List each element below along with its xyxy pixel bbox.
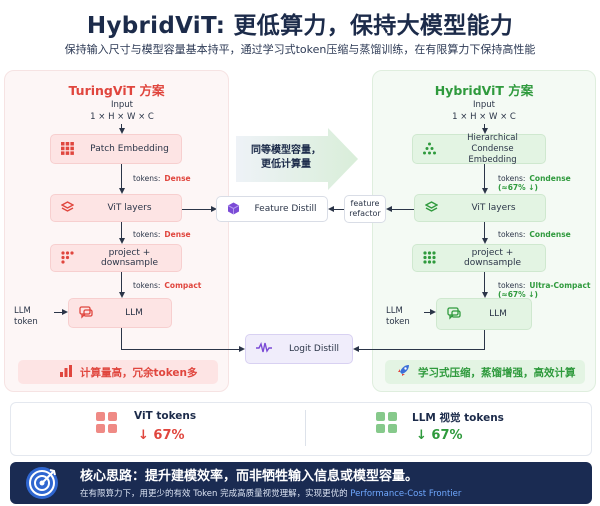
- bar-chart-icon: [60, 364, 72, 380]
- right-note: 学习式压缩，蒸馏增强，高效计算: [385, 360, 585, 384]
- feature-distill-box: Feature Distill: [216, 196, 328, 222]
- right-note-text: 学习式压缩，蒸馏增强，高效计算: [418, 366, 576, 379]
- condense-embedding-line1: Hierarchical Condense: [467, 132, 518, 154]
- left-tokens-1: tokens:Dense: [133, 174, 191, 183]
- stat-vit-tokens-name: ViT tokens: [134, 410, 197, 422]
- chat-icon: [79, 305, 93, 321]
- right-vit-layers-box: ViT layers: [414, 194, 546, 222]
- left-llm-token-label: LLM token: [14, 306, 38, 327]
- left-input-shape: 1 × H × W × C: [90, 112, 154, 122]
- right-input-label: Input: [472, 100, 495, 110]
- footer-sub-text: 在有限算力下，用更少的有效 Token 完成高质量视觉理解，实现更优的: [80, 489, 351, 499]
- feature-refactor-line1: feature: [350, 199, 380, 208]
- footer-sub-highlight: Performance-Cost Frontier: [350, 489, 462, 499]
- target-icon: [26, 467, 58, 499]
- right-tokens-1: tokens:Condense (≈67% ↓): [498, 174, 571, 192]
- condense-embedding-line2: Embedding: [468, 154, 517, 165]
- hybridvit-title: HybridViT 方案: [434, 83, 534, 98]
- left-project-label: project + downsample: [100, 248, 158, 268]
- left-input-label: Input: [110, 100, 133, 110]
- right-vit-layers-label: ViT layers: [471, 203, 516, 213]
- banner-arrow-icon: [236, 128, 358, 190]
- waveform-icon: [256, 341, 272, 356]
- stat-vit-tokens-value: ↓ 67%: [138, 428, 185, 443]
- rocket-icon: [397, 364, 410, 380]
- right-project-box: project + downsample: [412, 244, 546, 272]
- turingvit-title: TuringViT 方案: [68, 83, 165, 98]
- right-llm-box: LLM: [436, 298, 532, 330]
- right-tokens-3: tokens:Ultra-Compact (≈67% ↓): [498, 281, 591, 299]
- left-vit-layers-label: ViT layers: [107, 203, 152, 213]
- right-project-label: project + downsample: [463, 248, 521, 268]
- stats-divider: [305, 410, 306, 446]
- feature-distill-label: Feature Distill: [254, 204, 317, 214]
- right-tokens-2: tokens:Condense: [498, 230, 571, 239]
- right-llm-token-label: LLM token: [386, 306, 410, 327]
- left-project-box: project + downsample: [50, 244, 182, 272]
- patch-embedding-label: Patch Embedding: [90, 144, 169, 154]
- stat-llm-tokens-name: LLM 视觉 tokens: [412, 412, 504, 424]
- turingvit-panel: [4, 70, 229, 392]
- banner-text-line1: 同等模型容量，: [251, 145, 321, 156]
- patch-embedding-box: Patch Embedding: [50, 134, 182, 164]
- patch-grid-icon: [61, 141, 74, 157]
- logit-distill-box: Logit Distill: [245, 334, 353, 364]
- left-llm-box: LLM: [68, 298, 172, 328]
- footer-banner: [10, 462, 592, 504]
- page-title: HybridViT: 更低算力，保持大模型能力: [86, 13, 514, 39]
- right-llm-label: LLM: [489, 309, 507, 319]
- left-tokens-3: tokens:Compact: [133, 281, 202, 290]
- footer-heading: 核心思路：提升建模效率，而非牺牲输入信息或模型容量。: [80, 469, 419, 484]
- left-note-text: 计算量高，冗余token多: [80, 366, 198, 379]
- left-vit-layers-box: ViT layers: [50, 194, 182, 222]
- left-note: 计算量高，冗余token多: [18, 360, 218, 384]
- dots-grid-icon: [423, 250, 436, 266]
- layers-icon: [424, 200, 439, 216]
- feature-refactor-box: feature refactor: [344, 195, 386, 223]
- chat-icon: [447, 306, 461, 322]
- layers-icon: [60, 200, 75, 216]
- footer-sub: 在有限算力下，用更少的有效 Token 完成高质量视觉理解，实现更优的 Perf…: [80, 487, 461, 499]
- left-llm-label: LLM: [125, 308, 143, 318]
- dots-grid-icon: [61, 250, 74, 266]
- stat-llm-tokens-value: ↓ 67%: [416, 428, 463, 443]
- page-subtitle: 保持输入尺寸与模型容量基本持平，通过学习式token压缩与蒸馏训练，在有限算力下…: [64, 43, 536, 56]
- left-tokens-2: tokens:Dense: [133, 230, 191, 239]
- feature-refactor-line2: refactor: [349, 209, 381, 218]
- triangle-icon: [423, 142, 436, 157]
- stats-card: [10, 402, 592, 456]
- condense-embedding-box: Hierarchical Condense Embedding: [412, 132, 546, 165]
- right-input-shape: 1 × H × W × C: [452, 112, 516, 122]
- banner-text-line2: 更低计算量: [261, 159, 311, 170]
- logit-distill-label: Logit Distill: [288, 344, 340, 354]
- cube-icon: [227, 202, 240, 217]
- grid-icon: [376, 412, 398, 434]
- grid-icon: [96, 412, 118, 434]
